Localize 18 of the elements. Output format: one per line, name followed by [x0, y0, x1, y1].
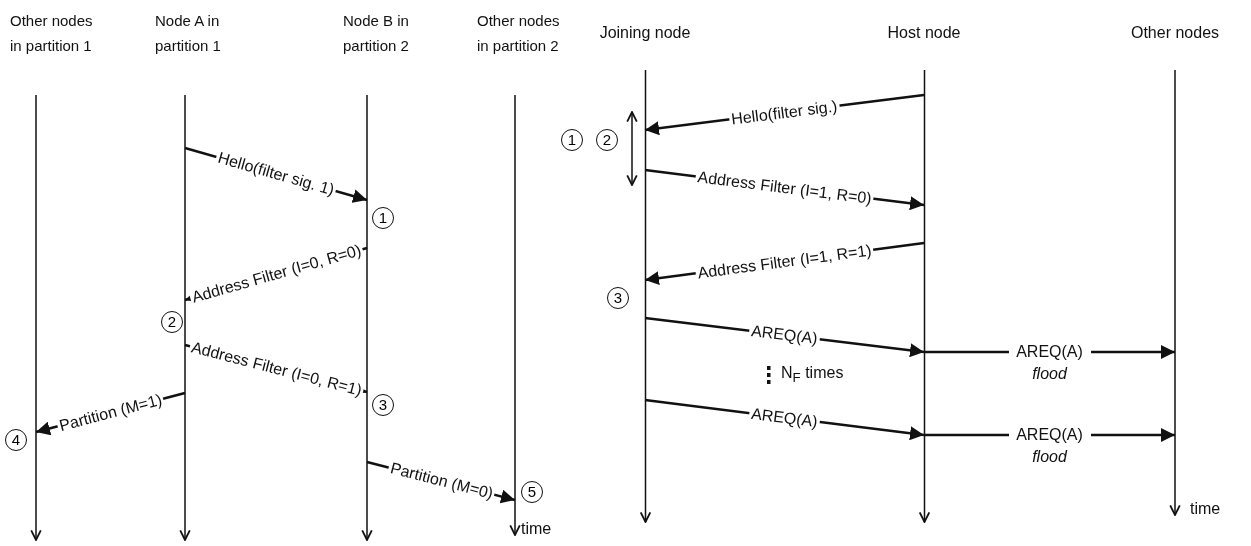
note: time	[521, 520, 552, 538]
step-number: 1	[561, 129, 583, 151]
lifeline-header: Other nodes in partition 2	[477, 11, 561, 56]
step-number: 2	[161, 311, 183, 333]
lifeline-header: Other nodes in partition 1	[10, 11, 94, 56]
lifeline-header: Node A in partition 1	[155, 11, 222, 56]
step-number: 3	[372, 394, 394, 416]
lifeline-header: Other nodes	[1130, 23, 1220, 43]
lifeline-header: Host node	[886, 23, 962, 43]
note: time	[1190, 500, 1221, 518]
step-number: 3	[607, 287, 629, 309]
note: N$_{F}$ times	[781, 364, 844, 386]
step-number: 4	[5, 429, 27, 451]
step-number: 1	[372, 207, 394, 229]
step-number: 2	[596, 129, 618, 151]
lifeline-header: Joining node	[598, 23, 692, 43]
step-number: 5	[521, 481, 543, 503]
lifeline-header: Node B in partition 2	[343, 11, 410, 56]
